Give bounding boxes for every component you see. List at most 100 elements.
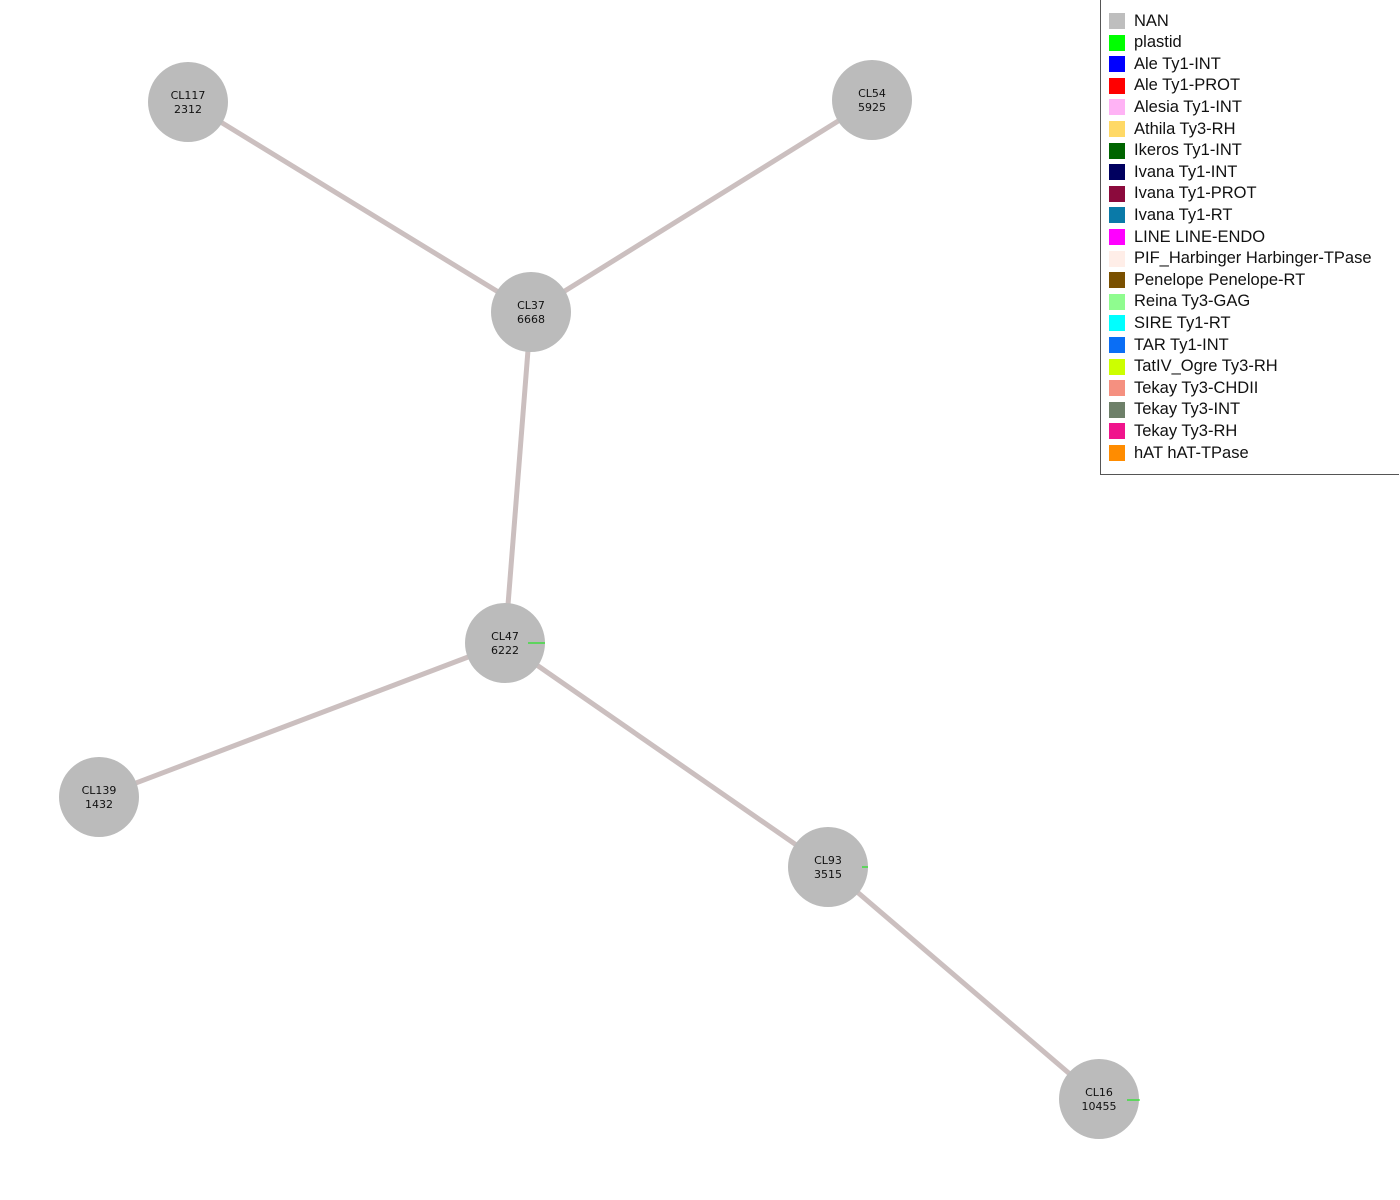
node-id-label: CL117: [171, 89, 206, 102]
legend-item: Alesia Ty1-INT: [1109, 97, 1242, 117]
legend-swatch: [1109, 164, 1125, 181]
legend-swatch: [1109, 423, 1125, 440]
node-count-label: 1432: [85, 798, 113, 811]
legend-swatch: [1109, 250, 1125, 267]
legend-swatch: [1109, 358, 1125, 375]
legend-item: SIRE Ty1-RT: [1109, 313, 1231, 333]
legend-label: NAN: [1134, 11, 1169, 30]
legend-item: Ikeros Ty1-INT: [1109, 141, 1242, 161]
legend-swatch: [1109, 315, 1125, 332]
node-id-label: CL93: [814, 854, 842, 867]
node-count-label: 2312: [174, 103, 202, 116]
legend-swatch: [1109, 142, 1125, 159]
legend-label: Tekay Ty3-INT: [1134, 400, 1241, 419]
legend-item: PIF_Harbinger Harbinger-TPase: [1109, 249, 1372, 269]
legend-label: Tekay Ty3-CHDII: [1134, 378, 1259, 397]
legend-label: Penelope Penelope-RT: [1134, 270, 1306, 289]
legend-label: TatIV_Ogre Ty3-RH: [1134, 357, 1278, 376]
legend-swatch: [1109, 207, 1125, 224]
edge-cl47-cl139: [98, 640, 506, 800]
node-count-label: 3515: [814, 868, 842, 881]
node-count-label: 5925: [858, 101, 886, 114]
legend-item: Tekay Ty3-INT: [1109, 400, 1240, 420]
legend-swatch: [1109, 380, 1125, 397]
legend-item: Ale Ty1-INT: [1109, 54, 1221, 74]
legend-swatch: [1109, 77, 1125, 94]
legend-swatch: [1109, 99, 1125, 116]
legend-label: Ivana Ty1-PROT: [1134, 184, 1257, 203]
legend-swatch: [1109, 121, 1125, 137]
legend-label: Athila Ty3-RH: [1134, 119, 1236, 138]
node-circle: [832, 60, 912, 140]
legend-label: Ivana Ty1-INT: [1134, 162, 1238, 181]
legend-label: SIRE Ty1-RT: [1134, 313, 1231, 332]
legend-item: Ale Ty1-PROT: [1109, 76, 1240, 96]
edge-layer: [98, 97, 1101, 1101]
edge-cl54-cl37: [529, 97, 874, 315]
legend-swatch: [1109, 229, 1125, 245]
legend-item: Athila Ty3-RH: [1109, 119, 1235, 139]
legend-label: LINE LINE-ENDO: [1134, 227, 1266, 246]
legend-swatch: [1109, 337, 1125, 353]
node-count-label: 10455: [1082, 1100, 1117, 1113]
legend-swatch: [1109, 445, 1125, 461]
legend-label: TAR Ty1-INT: [1134, 335, 1229, 354]
legend-item: NAN: [1109, 11, 1169, 31]
edge-cl117-cl37: [186, 99, 533, 315]
legend-item: Penelope Penelope-RT: [1109, 270, 1305, 290]
node-id-label: CL47: [491, 630, 519, 643]
node-circle: [491, 272, 571, 352]
edge-cl37-cl47: [502, 311, 534, 644]
legend-swatch: [1109, 185, 1125, 202]
node-circle: [148, 62, 228, 142]
node-id-label: CL54: [858, 87, 886, 100]
legend-swatch: [1109, 34, 1125, 51]
legend-label: Ikeros Ty1-INT: [1134, 141, 1242, 160]
legend-label: Ivana Ty1-RT: [1134, 205, 1233, 224]
legend-item: LINE LINE-ENDO: [1109, 227, 1265, 247]
legend-item: TAR Ty1-INT: [1109, 335, 1229, 355]
legend-label: plastid: [1134, 33, 1182, 52]
legend-swatch: [1109, 272, 1125, 289]
node-circle: [1059, 1059, 1139, 1139]
legend-swatch: [1109, 293, 1125, 310]
node-id-label: CL16: [1085, 1086, 1113, 1099]
legend-label: Tekay Ty3-RH: [1134, 421, 1238, 440]
edge-cl47-cl93: [503, 640, 830, 870]
legend-swatch: [1109, 401, 1125, 418]
legend-item: Ivana Ty1-RT: [1109, 205, 1232, 225]
node-circle: [59, 757, 139, 837]
legend-swatch: [1109, 56, 1125, 73]
node-circle: [788, 827, 868, 907]
legend-label: Alesia Ty1-INT: [1134, 97, 1242, 116]
legend-item: Tekay Ty3-CHDII: [1109, 378, 1258, 398]
legend-swatch: [1109, 13, 1125, 29]
legend-item: hAT hAT-TPase: [1109, 443, 1249, 463]
node-id-label: CL37: [517, 299, 545, 312]
legend-item: Ivana Ty1-PROT: [1109, 184, 1257, 204]
legend-label: Ale Ty1-INT: [1134, 54, 1221, 73]
node-id-label: CL139: [82, 784, 117, 797]
legend-item: Ivana Ty1-INT: [1109, 162, 1237, 182]
legend-label: hAT hAT-TPase: [1134, 443, 1249, 462]
legend-item: plastid: [1109, 33, 1182, 53]
node-circle: [465, 603, 545, 683]
node-count-label: 6222: [491, 644, 519, 657]
legend-label: Reina Ty3-GAG: [1134, 292, 1251, 311]
edge-cl93-cl16: [826, 865, 1101, 1101]
node-count-label: 6668: [517, 313, 545, 326]
legend-item: Tekay Ty3-RH: [1109, 421, 1237, 441]
legend-item: TatIV_Ogre Ty3-RH: [1109, 357, 1278, 377]
legend-item: Reina Ty3-GAG: [1109, 292, 1250, 312]
legend-label: PIF_Harbinger Harbinger-TPase: [1134, 249, 1372, 268]
